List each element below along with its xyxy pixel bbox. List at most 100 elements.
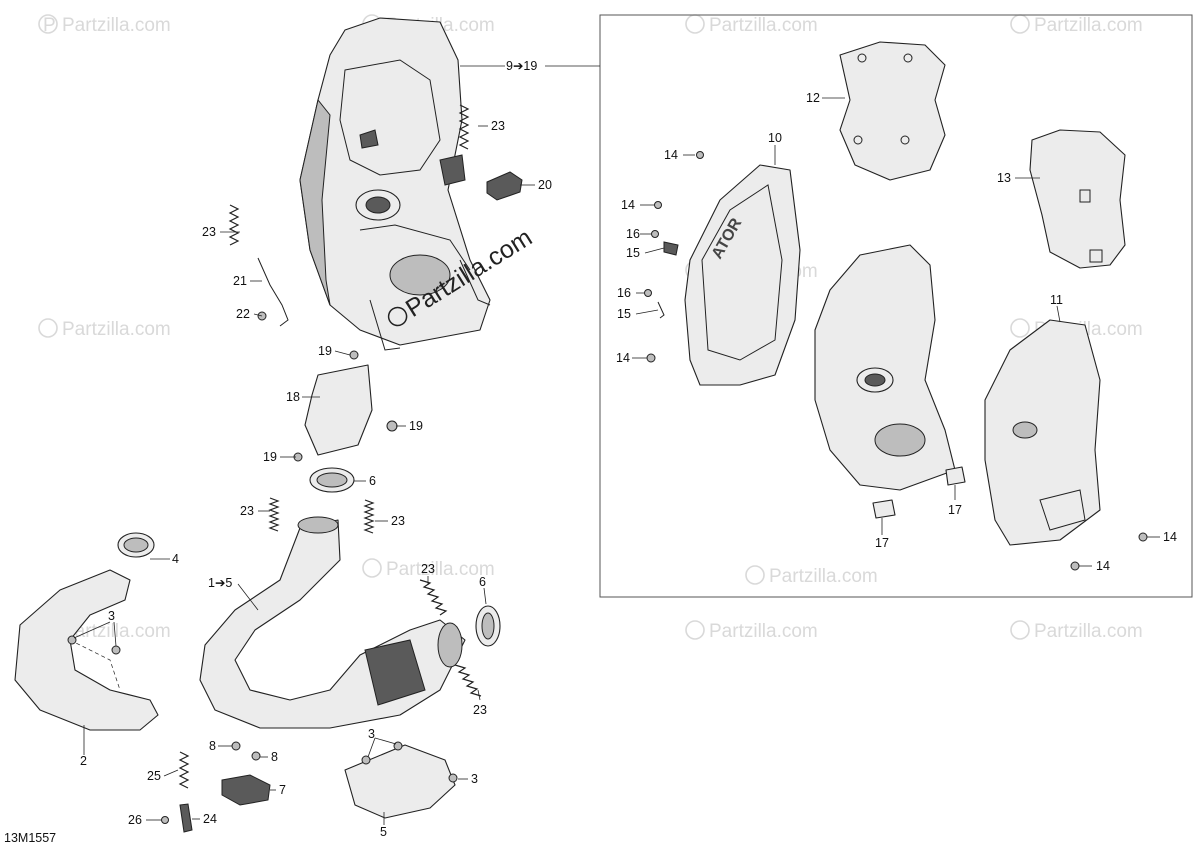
bracket-21 — [257, 257, 289, 327]
seal-ring-6b — [475, 605, 501, 647]
cover-10 — [684, 164, 801, 386]
watermark: P Partzilla.com — [38, 14, 171, 36]
watermark: Partzilla.com — [1010, 14, 1143, 36]
heat-shield-18 — [304, 364, 373, 456]
watermark: Partzilla.com — [685, 620, 818, 642]
watermark: Partzilla.com — [362, 558, 495, 580]
spring-23 — [363, 499, 375, 534]
callout-12: 12 — [806, 91, 820, 105]
watermark: Partzilla.com — [38, 318, 171, 340]
callout-3: 3 — [368, 727, 375, 741]
callout-23: 23 — [240, 504, 254, 518]
watermark-layer: P Partzilla.com Partzilla.com Partzilla.… — [38, 14, 1143, 642]
bolt-19 — [386, 420, 398, 432]
callout-9-19: 9➔19 — [506, 59, 537, 73]
nut-14 — [1138, 532, 1148, 542]
svg-text:Partzilla.com: Partzilla.com — [1034, 621, 1143, 642]
callout-3: 3 — [471, 772, 478, 786]
callout-23: 23 — [473, 703, 487, 717]
nut-14 — [1070, 561, 1080, 571]
bolt-19 — [349, 350, 359, 360]
detail-inset-frame — [599, 14, 1193, 598]
svg-text:Partzilla.com: Partzilla.com — [709, 15, 818, 36]
callout-11: 11 — [1050, 293, 1063, 307]
gasket-12 — [839, 41, 946, 181]
callout-19: 19 — [409, 419, 423, 433]
spring-23 — [419, 579, 448, 616]
callout-15: 15 — [626, 246, 640, 260]
callout-14: 14 — [1096, 559, 1110, 573]
nut-14 — [654, 201, 662, 209]
watermark: Partzilla.com — [685, 14, 818, 36]
leader-lines — [73, 65, 1160, 825]
svg-text:Partzilla.com: Partzilla.com — [1034, 15, 1143, 36]
nut-14 — [696, 151, 704, 159]
callout-10: 10 — [768, 131, 782, 145]
svg-text:Partzilla.com: Partzilla.com — [386, 559, 495, 580]
screw-16 — [651, 230, 659, 238]
heat-shield-2 — [14, 569, 159, 731]
callout-7: 7 — [279, 783, 286, 797]
callout-22: 22 — [236, 307, 250, 321]
callout-19: 19 — [318, 344, 332, 358]
svg-text:P: P — [43, 15, 56, 36]
callout-19: 19 — [263, 450, 277, 464]
callout-8: 8 — [209, 739, 216, 753]
callout-8: 8 — [271, 750, 278, 764]
callout-16: 16 — [617, 286, 631, 300]
svg-text:Partzilla.com: Partzilla.com — [769, 566, 878, 587]
screw-8 — [231, 741, 241, 751]
callout-14: 14 — [621, 198, 635, 212]
watermark: Partzilla.com — [1010, 620, 1143, 642]
nut-14 — [646, 353, 656, 363]
muffler-body-inset — [814, 244, 956, 491]
callout-labels: 9➔19 23 20 23 21 22 19 18 19 19 6 23 23 … — [80, 59, 1177, 839]
watermark: Partzilla.com — [745, 565, 878, 587]
callout-14: 14 — [616, 351, 630, 365]
callout-2: 2 — [80, 754, 87, 768]
exhaust-pipe-1-5 — [199, 519, 466, 729]
nut-26 — [161, 816, 169, 824]
callout-6: 6 — [479, 575, 486, 589]
clamp-4 — [117, 532, 155, 558]
callout-23: 23 — [491, 119, 505, 133]
callout-5: 5 — [380, 825, 387, 839]
callout-17: 17 — [948, 503, 962, 517]
muffler-assembly-drawing — [299, 17, 491, 351]
callout-25: 25 — [147, 769, 161, 783]
spring-23 — [228, 204, 240, 246]
screw-8 — [251, 751, 261, 761]
callout-1-5: 1➔5 — [208, 576, 232, 590]
callout-21: 21 — [233, 274, 247, 288]
callout-16: 16 — [626, 227, 640, 241]
callout-24: 24 — [203, 812, 217, 826]
svg-text:Partzilla.com: Partzilla.com — [62, 621, 171, 642]
clip-15 — [657, 301, 665, 319]
clip-15 — [663, 241, 679, 256]
callout-6: 6 — [369, 474, 376, 488]
svg-text:Partzilla.com: Partzilla.com — [709, 621, 818, 642]
callout-13: 13 — [997, 171, 1011, 185]
spring-23 — [458, 104, 470, 150]
callout-4: 4 — [172, 552, 179, 566]
diagram-code: 13M1557 — [4, 831, 56, 845]
callout-20: 20 — [538, 178, 552, 192]
callout-26: 26 — [128, 813, 142, 827]
callout-23: 23 — [391, 514, 405, 528]
spring-23 — [268, 497, 280, 532]
rubber-block-20 — [486, 171, 523, 201]
callout-23: 23 — [421, 562, 435, 576]
callout-18: 18 — [286, 390, 300, 404]
gasket-13 — [1029, 129, 1126, 269]
screw-16 — [644, 289, 652, 297]
svg-text:Partzilla.com: Partzilla.com — [62, 319, 171, 340]
spring-25 — [178, 751, 190, 789]
heat-shield-5 — [344, 744, 456, 819]
callout-17: 17 — [875, 536, 889, 550]
plate-24 — [179, 803, 193, 833]
callout-23: 23 — [202, 225, 216, 239]
callout-3: 3 — [108, 609, 115, 623]
spring-23 — [454, 664, 482, 697]
panel-11 — [984, 319, 1101, 546]
